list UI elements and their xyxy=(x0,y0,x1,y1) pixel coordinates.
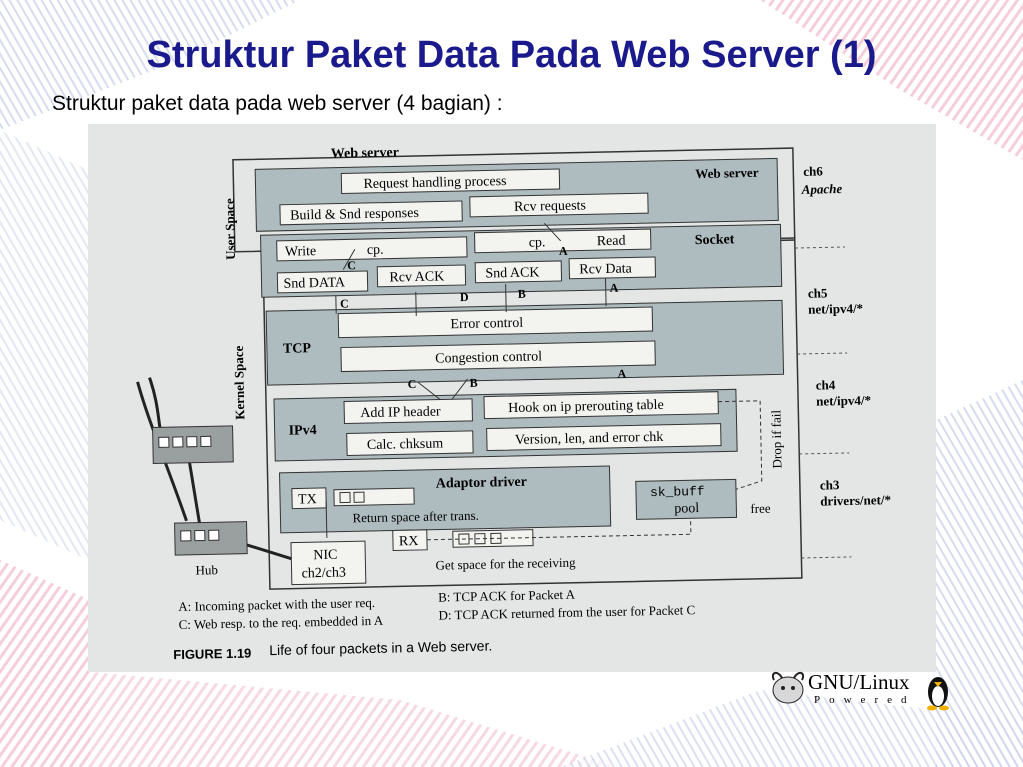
legend-b: B: TCP ACK for Packet A xyxy=(438,587,576,605)
logo-sub-text: Powered xyxy=(814,694,916,706)
return-space-text: Return space after trans. xyxy=(352,508,479,526)
cp-left-text: cp. xyxy=(367,243,384,258)
free-text: free xyxy=(750,501,771,516)
ch6-label: ch6 xyxy=(803,163,823,178)
ch4-label: ch4 xyxy=(816,377,836,392)
rcv-requests-text: Rcv requests xyxy=(514,198,586,215)
snd-data-box xyxy=(276,270,369,294)
web-server-layer-label: Web server xyxy=(695,165,759,181)
letter-d-1: D xyxy=(460,290,469,304)
ch4-path: net/ipv4/* xyxy=(816,392,871,408)
user-space-label: User Space xyxy=(222,198,238,260)
tx-buffer xyxy=(333,487,415,507)
add-ip-header-text: Add IP header xyxy=(360,404,441,421)
slide-subtitle: Struktur paket data pada web server (4 b… xyxy=(52,92,503,115)
gnu-head-icon xyxy=(772,672,804,704)
nic-box xyxy=(290,540,367,586)
get-space-text: Get space for the receiving xyxy=(435,555,576,573)
letter-c-3: C xyxy=(408,377,417,391)
rcv-ack-box xyxy=(376,264,467,288)
read-text: Read xyxy=(597,234,626,250)
nic-ch-text: ch2/ch3 xyxy=(301,566,346,582)
ipv4-label: IPv4 xyxy=(288,423,316,439)
slide-title: Struktur Paket Data Pada Web Server (1) xyxy=(146,34,877,76)
request-handling-text: Request handling process xyxy=(363,174,506,192)
error-control-text: Error control xyxy=(450,316,523,333)
write-box xyxy=(276,236,468,262)
adaptor-driver-label: Adaptor driver xyxy=(436,475,527,492)
adaptor-driver-layer xyxy=(279,465,612,534)
congestion-control-text: Congestion control xyxy=(435,349,542,366)
rcv-ack-text: Rcv ACK xyxy=(389,269,444,285)
rcv-requests-box xyxy=(469,192,649,218)
version-box xyxy=(486,423,722,452)
build-snd-text: Build & Snd responses xyxy=(290,206,419,224)
legend-d: D: TCP ACK returned from the user for Pa… xyxy=(438,602,695,622)
ch5-label: ch5 xyxy=(808,285,828,300)
skbuff-text: sk_buff xyxy=(650,484,705,500)
letter-b-2: B xyxy=(470,376,478,390)
web-server-label: Web server xyxy=(331,145,399,161)
tx-text: TX xyxy=(298,492,317,507)
ch5-path: net/ipv4/* xyxy=(808,301,863,317)
error-control-box xyxy=(337,306,654,339)
legend-a: A: Incoming packet with the user req. xyxy=(178,595,375,614)
tcp-label: TCP xyxy=(283,341,312,357)
drop-text: Drop if fail xyxy=(768,409,784,468)
gnu-linux-logo: GNU/Linux Powered xyxy=(768,668,954,712)
figure-caption-label: FIGURE 1.19 xyxy=(173,646,251,663)
apache-label: Apache xyxy=(801,181,843,197)
snd-ack-text: Snd ACK xyxy=(485,265,539,281)
tux-penguin-icon xyxy=(927,677,949,711)
snd-data-text: Snd DATA xyxy=(283,275,346,291)
rcv-data-box xyxy=(568,256,657,280)
pool-text: pool xyxy=(674,501,699,517)
letter-a-1: A xyxy=(559,244,568,258)
hub-label: Hub xyxy=(195,562,218,577)
tx-box xyxy=(291,487,327,510)
figure-photo: Web server User Space Kernel Space Reque… xyxy=(88,124,936,672)
figure-caption-text: Life of four packets in a Web server. xyxy=(269,637,492,658)
letter-b-1: B xyxy=(518,287,526,301)
hook-box xyxy=(483,391,719,420)
socket-label: Socket xyxy=(695,232,735,248)
kernel-space-label: Kernel Space xyxy=(231,345,248,420)
nic-text: NIC xyxy=(313,548,337,564)
letter-c-1: C xyxy=(347,258,356,272)
ch3-path: drivers/net/* xyxy=(820,492,891,508)
version-text: Version, len, and error chk xyxy=(515,430,664,448)
rx-text: RX xyxy=(399,534,419,549)
legend-c: C: Web resp. to the req. embedded in A xyxy=(179,613,384,632)
cp-right-text: cp. xyxy=(529,235,546,250)
read-box xyxy=(474,228,652,254)
rcv-data-text: Rcv Data xyxy=(579,261,633,277)
congestion-control-box xyxy=(340,340,656,373)
add-ip-header-box xyxy=(343,398,473,425)
ch3-label: ch3 xyxy=(820,477,840,492)
hook-text: Hook on ip prerouting table xyxy=(508,398,664,416)
skbuff-box xyxy=(635,478,738,520)
snd-ack-box xyxy=(474,260,563,284)
calc-chksum-text: Calc. chksum xyxy=(367,436,444,453)
request-handling-box xyxy=(340,168,561,195)
letter-a-2: A xyxy=(610,281,619,295)
letter-a-3: A xyxy=(617,367,626,381)
logo-main-text: GNU/Linux xyxy=(808,670,910,694)
build-snd-box xyxy=(279,200,463,226)
write-text: Write xyxy=(285,244,317,260)
letter-c-2: C xyxy=(340,296,349,310)
calc-chksum-box xyxy=(346,430,474,456)
